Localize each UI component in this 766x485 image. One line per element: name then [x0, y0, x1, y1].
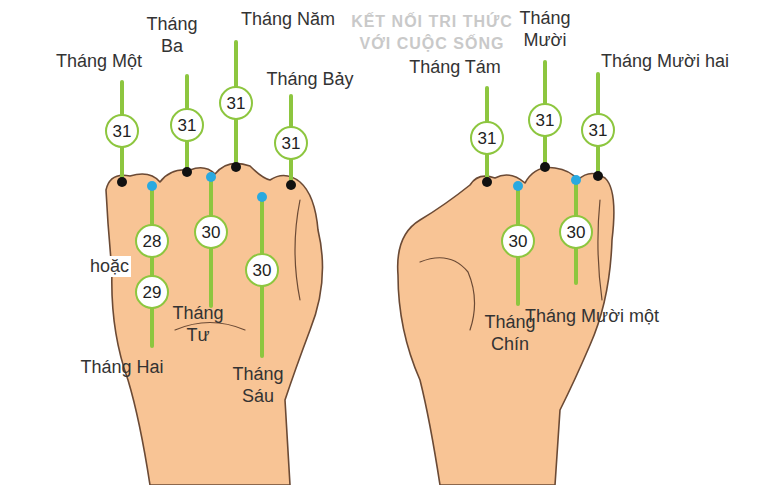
day-count: 29	[143, 284, 162, 301]
watermark: KẾT NỐI TRI THỨC	[351, 13, 513, 31]
day-count: 31	[113, 123, 132, 140]
month-name: Tháng Bảy	[266, 69, 353, 91]
day-count-circle: 28	[135, 224, 169, 258]
day-count: 30	[567, 224, 586, 241]
day-count-circle: 30	[559, 215, 593, 249]
day-count-circle: 31	[470, 121, 504, 155]
thumb-crease	[420, 258, 475, 330]
day-count: 31	[178, 117, 197, 134]
month-name: Tháng Sáu	[231, 364, 285, 407]
day-count-circle: 31	[105, 114, 139, 148]
right-fist	[398, 168, 614, 485]
day-count-circle: 31	[528, 103, 562, 137]
month-name: Tháng Mười một	[522, 306, 662, 328]
watermark: VỚI CUỘC SỐNG	[360, 35, 505, 53]
finger-crease	[598, 200, 602, 300]
day-count-circle: 30	[245, 253, 279, 287]
day-count-circle: 30	[194, 215, 228, 249]
day-count-circle: 29	[135, 275, 169, 309]
month-name: Tháng Mười hai	[601, 51, 729, 73]
month-name: Tháng Năm	[241, 9, 335, 31]
day-count: 31	[282, 135, 301, 152]
day-count-circle: 30	[501, 224, 535, 258]
month-name: Tháng Mười	[515, 8, 575, 51]
thumb-crease	[175, 323, 245, 331]
day-count: 31	[227, 95, 246, 112]
month-name: Tháng Ba	[145, 14, 199, 57]
day-count-circle: 31	[581, 113, 615, 147]
month-name: Tháng Một	[56, 51, 142, 73]
day-count: 31	[478, 130, 497, 147]
valley-dots	[147, 172, 581, 202]
connector-line	[150, 258, 154, 275]
finger-crease	[295, 200, 300, 300]
day-count-circle: 31	[274, 126, 308, 160]
day-count-circle: 31	[219, 86, 253, 120]
day-count: 30	[509, 233, 528, 250]
month-name: Tháng Hai	[80, 357, 163, 379]
day-count: 30	[202, 224, 221, 241]
day-count: 31	[536, 112, 555, 129]
edge-label: hoặc	[88, 256, 131, 277]
day-count: 31	[589, 122, 608, 139]
day-count: 30	[253, 262, 272, 279]
left-fist	[106, 163, 323, 485]
day-count-circle: 31	[170, 108, 204, 142]
month-name: Tháng Tư	[171, 303, 225, 346]
month-name: Tháng Tám	[409, 57, 501, 79]
day-count: 28	[143, 233, 162, 250]
knuckle-dots	[117, 162, 603, 190]
